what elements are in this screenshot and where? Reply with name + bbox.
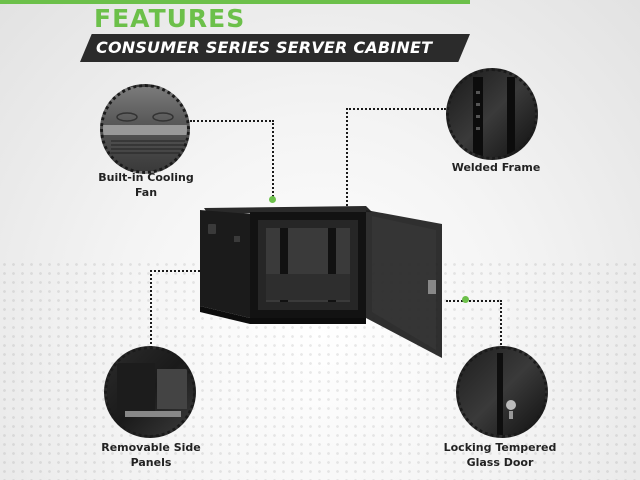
features-title: FEATURES: [94, 4, 246, 33]
cooling-fan-label: Built-in Cooling Fan: [98, 171, 194, 199]
panel-connector-h: [150, 270, 212, 272]
fan-connector-v: [272, 120, 274, 200]
cooling-fan-closeup: [100, 84, 190, 174]
subtitle-text: CONSUMER SERIES SERVER CABINET: [96, 38, 433, 57]
side-panel-closeup: [104, 346, 196, 438]
server-cabinet: [196, 200, 446, 360]
welded-frame-label: Welded Frame: [451, 161, 541, 174]
side-panels-label: Removable Side Panels: [101, 441, 201, 469]
door-marker: [462, 296, 469, 303]
frame-connector-v: [346, 108, 348, 238]
header-accent-bar: [0, 0, 470, 4]
fan-connector-h: [190, 120, 274, 122]
door-connector-h: [446, 300, 502, 302]
welded-frame-closeup: [446, 68, 538, 160]
panel-connector-v: [150, 270, 152, 348]
locking-door-closeup: [456, 346, 548, 438]
locking-door-label: Locking Tempered Glass Door: [443, 441, 557, 469]
door-connector-v: [500, 300, 502, 348]
frame-connector-h: [346, 108, 446, 110]
subtitle-banner: [80, 34, 470, 62]
fan-marker: [269, 196, 276, 203]
